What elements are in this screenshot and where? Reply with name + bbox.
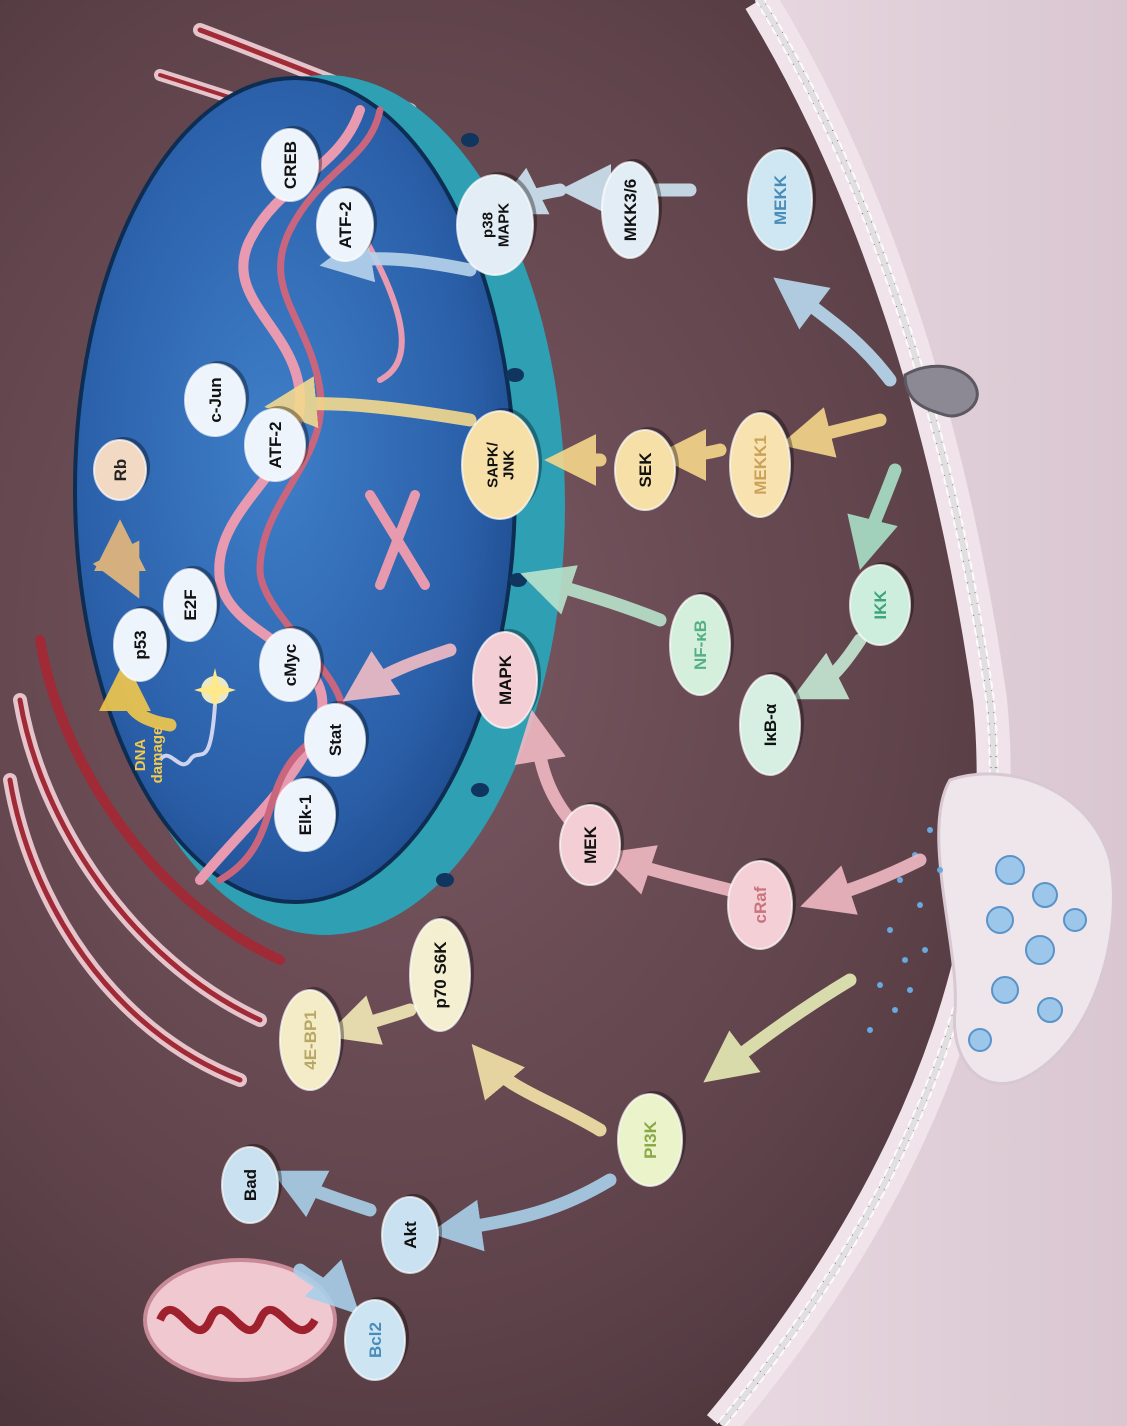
node-4ebp1-label: 4E-BP1 [301,1010,320,1070]
node-sek-label: SEK [636,452,655,488]
node-sapk-label: SAPK/ [484,441,501,488]
node-cjun-label: c-Jun [206,377,225,422]
node-craf-label: cRaf [751,886,770,923]
node-sapk-label: JNK [500,450,517,480]
node-ikk-label: IKK [871,590,890,620]
node-bcl2-label: Bcl2 [366,1322,385,1358]
node-ikba-label: IκB-α [761,703,780,746]
node-stat-label: Stat [326,724,345,756]
node-elk1-label: Elk-1 [296,795,315,836]
node-mkk36-label: MKK3/6 [621,179,640,241]
node-e2f-label: E2F [181,589,200,620]
node-creb-label: CREB [281,141,300,189]
node-akt-label: Akt [401,1221,420,1249]
node-mapk-label: MAPK [496,654,515,705]
node-mek-label: MEK [581,825,600,864]
node-mekk1-label: MEKK1 [751,435,770,495]
node-p38-label: MAPK [495,203,512,247]
node-atf2b-label: ATF-2 [336,202,355,249]
node-p70-label: p70 S6K [431,941,450,1009]
node-cmyc-label: cMyc [281,644,300,687]
node-atf2a-label: ATF-2 [266,422,285,469]
node-mekk-label: MEKK [771,174,790,225]
node-nfkb-label: NF-κB [691,620,710,670]
node-p53-label: p53 [131,630,150,659]
dna-damage-label-line-2: damage [149,727,166,784]
node-bad-label: Bad [241,1169,260,1201]
node-rb-label: Rb [111,459,130,482]
dna-damage-label-line-1: DNA [132,739,149,772]
node-p38-label: p38 [479,212,496,238]
nucleus [75,78,515,902]
node-pi3k-label: PI3K [641,1120,660,1159]
